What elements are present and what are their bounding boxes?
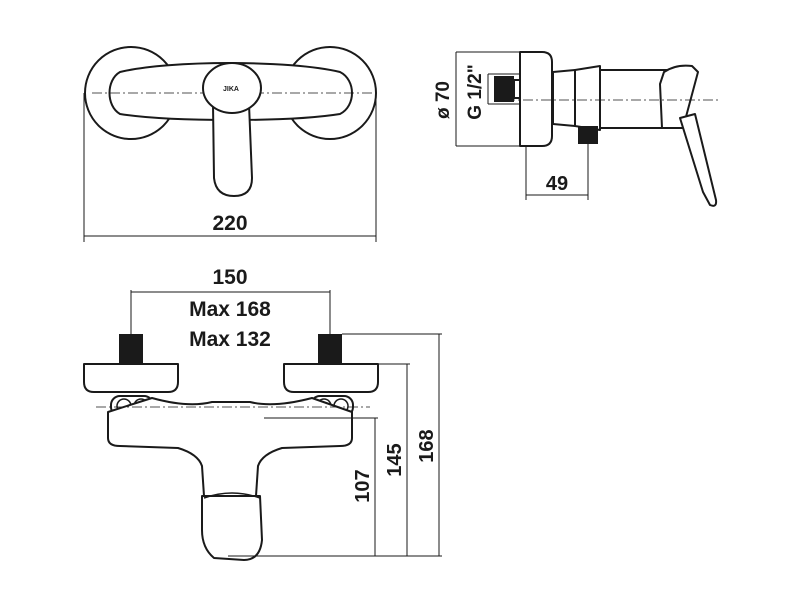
- spacing-dimension-label: 150: [212, 266, 247, 289]
- top-lever: [212, 103, 253, 197]
- spacing-max-label: Max 168: [189, 298, 271, 321]
- brand-logo-text: JIKA: [223, 86, 239, 93]
- side-rosette: [519, 51, 553, 147]
- right-rosette: [283, 363, 379, 393]
- side-lever: [679, 113, 718, 207]
- right-inlet-thread: [318, 334, 342, 364]
- side-nut: [574, 65, 601, 131]
- total-height-label: 168: [416, 429, 438, 462]
- left-rosette: [83, 363, 179, 393]
- diameter-dimension-label: ø 70: [433, 81, 454, 119]
- depth-dimension-label: 49: [546, 173, 568, 195]
- side-body: [599, 69, 669, 129]
- thread-dimension-label: G 1/2": [465, 64, 486, 119]
- front-outlet: [201, 495, 263, 561]
- spacing-min-label: Max 132: [189, 328, 271, 351]
- outlet-height-label: 107: [352, 469, 374, 502]
- top-view: JIKA 220: [83, 46, 377, 242]
- side-thread-nipple: [494, 76, 514, 102]
- width-dimension-label: 220: [212, 212, 247, 235]
- left-inlet-thread: [119, 334, 143, 364]
- front-outlet-rim: [203, 492, 261, 499]
- side-eccentric: [552, 69, 576, 127]
- axis-height-label: 145: [384, 443, 406, 476]
- side-outlet-thread: [578, 126, 598, 144]
- front-view: 150 Max 168 Max 132 107 145 168: [83, 266, 442, 561]
- top-cartridge-cap: [202, 62, 262, 114]
- side-view: ø 70 G 1/2" 49: [433, 51, 720, 207]
- front-body: [107, 397, 353, 497]
